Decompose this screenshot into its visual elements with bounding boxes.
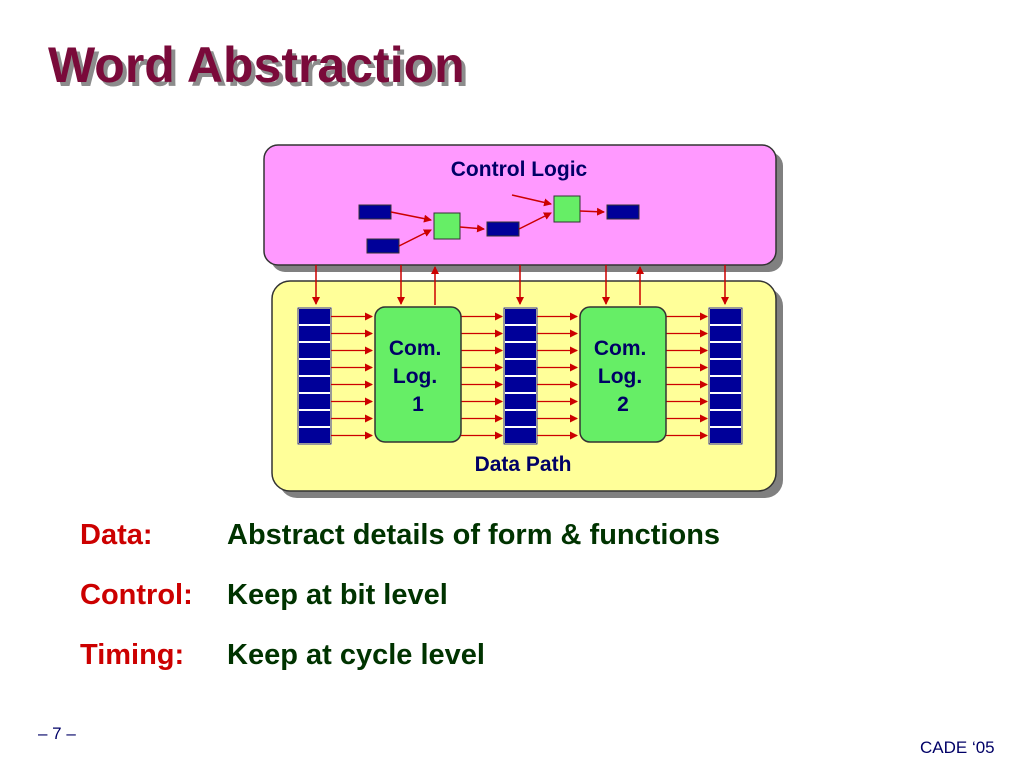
- control-register: [606, 204, 640, 220]
- comb-logic-2-line3: 2: [617, 393, 629, 416]
- comb-logic-1-box: [374, 306, 462, 443]
- comb-logic-2-box: [579, 306, 667, 443]
- data-row-label: Data:: [80, 519, 153, 551]
- data-path-label: Data Path: [475, 453, 572, 476]
- register-bit: [503, 307, 538, 326]
- register-bit: [503, 426, 538, 445]
- register-bit: [708, 409, 743, 428]
- footer-course: CADE ‘05: [920, 738, 995, 757]
- register-bit: [297, 375, 332, 394]
- comb-logic-1-line3: 1: [412, 393, 424, 416]
- register-bit: [503, 375, 538, 394]
- register-bit: [708, 375, 743, 394]
- control-wires: [312, 265, 729, 305]
- register-bit: [708, 341, 743, 360]
- register-column-outline: [503, 307, 538, 445]
- register-bit: [708, 307, 743, 326]
- register-bit: [297, 358, 332, 377]
- comb-logic-2-line2: Log.: [598, 365, 642, 388]
- register-bit: [503, 341, 538, 360]
- register-bit: [297, 307, 332, 326]
- svg-text:Com. Log. 1: Com. Log. 1: [389, 337, 447, 416]
- data-row-text: Abstract details of form & functions: [227, 519, 721, 551]
- page-number: – 7 –: [38, 724, 76, 743]
- bus-wires: [331, 312, 708, 440]
- register-bit: [503, 392, 538, 411]
- control-register: [358, 204, 392, 220]
- register-bit: [503, 409, 538, 428]
- control-register: [366, 238, 400, 254]
- comb-logic-2-line1: Com.: [594, 337, 647, 360]
- control-register: [486, 221, 520, 237]
- slide-title: Word Abstraction: [48, 37, 465, 93]
- control-logic-label: Control Logic: [451, 158, 588, 181]
- comb-logic-1-line2: Log.: [393, 365, 437, 388]
- timing-row-text: Keep at cycle level: [227, 639, 485, 671]
- register-bit: [503, 324, 538, 343]
- register-bit: [297, 392, 332, 411]
- timing-row-label: Timing:: [80, 639, 185, 671]
- register-bit: [708, 324, 743, 343]
- control-gate: [553, 195, 581, 223]
- register-column-outline: [708, 307, 743, 445]
- register-bit: [297, 341, 332, 360]
- control-logic-internals: [358, 194, 640, 254]
- control-row-text: Keep at bit level: [227, 579, 448, 611]
- register-column-outline: [297, 307, 332, 445]
- register-bit: [503, 358, 538, 377]
- register-bit: [297, 324, 332, 343]
- register-bit: [708, 358, 743, 377]
- register-bit: [297, 409, 332, 428]
- register-bit: [708, 426, 743, 445]
- register-bit: [297, 426, 332, 445]
- control-gate: [433, 212, 461, 240]
- register-columns: [297, 307, 743, 445]
- control-row-label: Control:: [80, 579, 193, 611]
- register-bit: [708, 392, 743, 411]
- comb-logic-1-line1: Com.: [389, 337, 442, 360]
- svg-text:Com. Log. 2: Com. Log. 2: [594, 337, 652, 416]
